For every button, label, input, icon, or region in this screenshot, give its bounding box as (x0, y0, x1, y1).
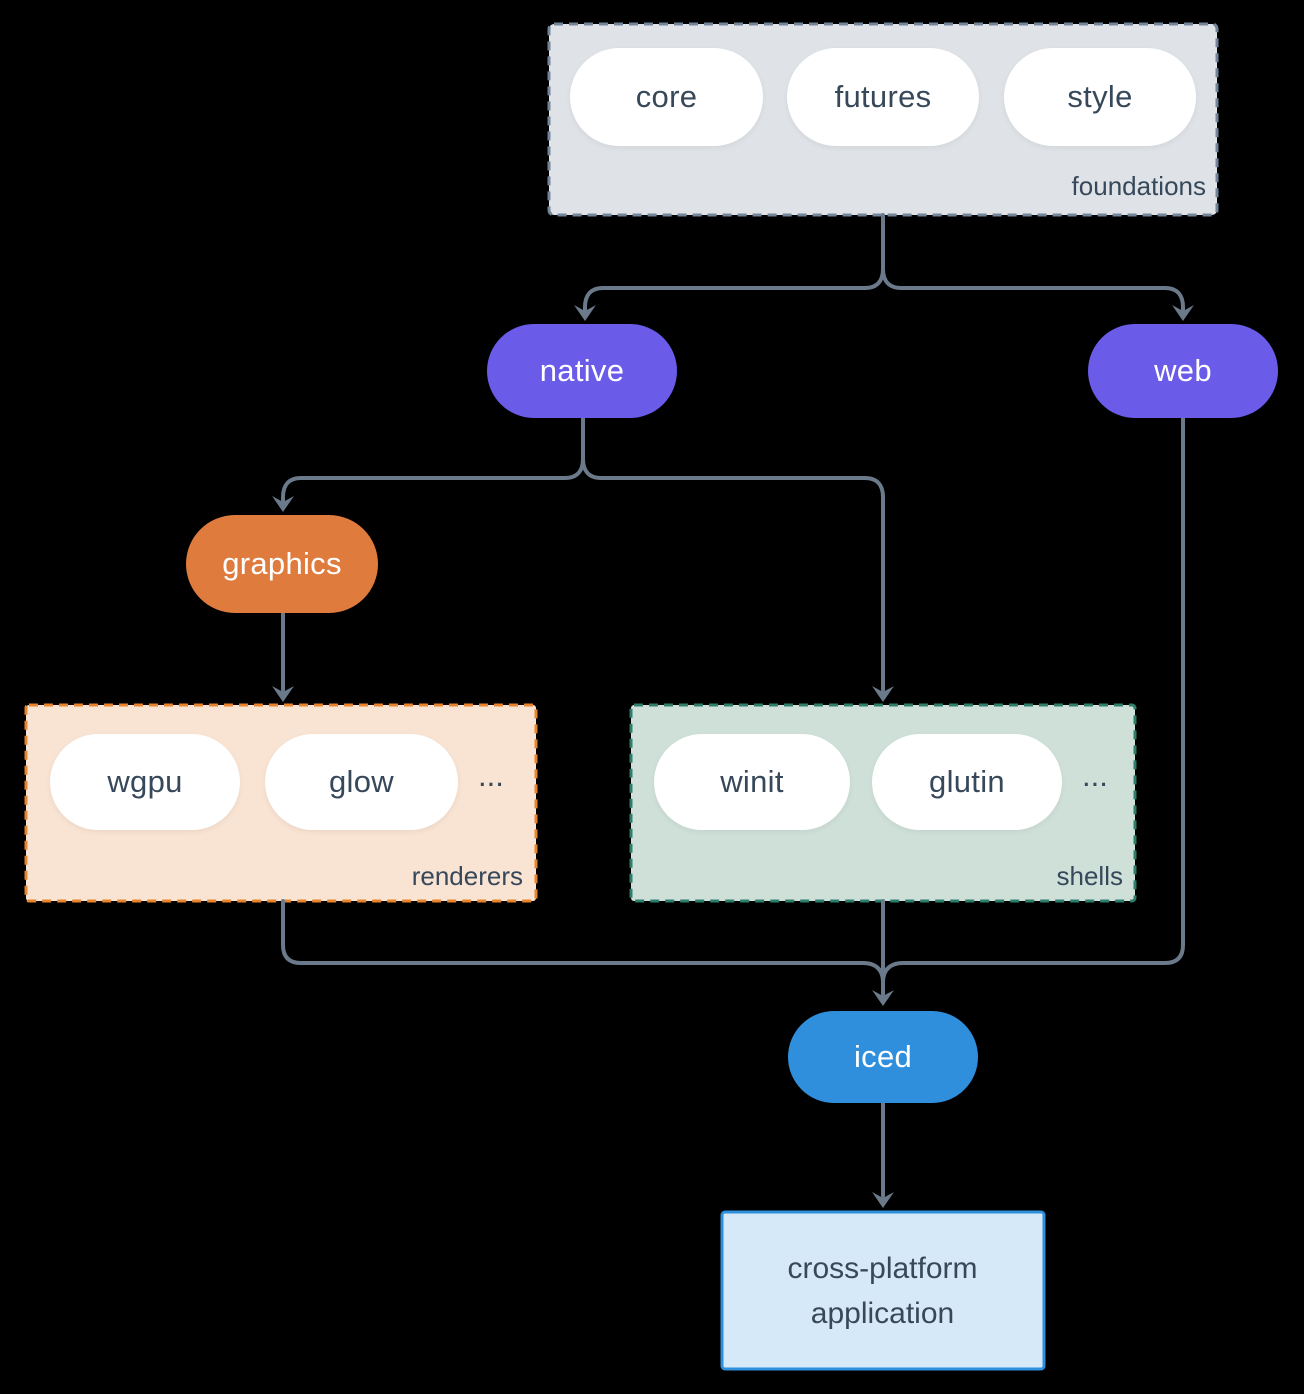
node-wgpu-label: wgpu (107, 764, 183, 799)
node-core: core (570, 48, 763, 146)
shells-group-label: shells (1056, 861, 1123, 891)
application-label-line1: cross-platform (787, 1251, 978, 1285)
arrowhead-to-web (1172, 305, 1194, 321)
connector-renderers-to-iced (281, 899, 885, 984)
node-style: style (1004, 48, 1196, 146)
application-box (720, 1210, 1046, 1371)
node-futures-label: futures (834, 79, 932, 114)
node-style-label: style (1067, 79, 1133, 114)
node-application: cross-platform application (721, 1212, 1044, 1369)
foundations-group-label: foundations (1071, 171, 1206, 201)
connector-native-to-shells (581, 457, 885, 692)
arrowhead-to-application (872, 1192, 894, 1208)
node-glow-label: glow (329, 764, 394, 799)
shells-ellipsis: ... (1082, 758, 1108, 793)
node-web-label: web (1154, 353, 1212, 388)
connector-web-to-iced (881, 416, 1185, 984)
renderers-group-label: renderers (411, 861, 523, 891)
arrowhead-to-iced (872, 990, 894, 1006)
node-glow: glow (265, 734, 458, 830)
node-iced-label: iced (853, 1039, 913, 1074)
node-wgpu: wgpu (50, 734, 240, 830)
arrowhead-to-native (574, 305, 596, 321)
node-core-label: core (635, 79, 698, 114)
node-iced: iced (788, 1011, 978, 1103)
node-graphics: graphics (186, 515, 378, 613)
node-glutin: glutin (872, 734, 1062, 830)
node-graphics-label: graphics (222, 546, 342, 581)
arrowhead-to-renderers (272, 686, 294, 702)
renderers-ellipsis: ... (478, 758, 504, 793)
application-label-line2: application (810, 1296, 955, 1330)
connector-native-to-graphics (281, 457, 585, 503)
node-web: web (1088, 324, 1278, 418)
arrowhead-to-graphics (272, 496, 294, 512)
node-winit: winit (654, 734, 850, 830)
connector-foundations-to-web (881, 267, 1185, 312)
arrowhead-to-shells (872, 686, 894, 702)
node-native-label: native (539, 353, 625, 388)
node-futures: futures (787, 48, 979, 146)
node-winit-label: winit (720, 764, 784, 799)
node-native: native (487, 324, 677, 418)
connector-foundations-to-native (583, 267, 885, 312)
node-glutin-label: glutin (929, 764, 1005, 799)
